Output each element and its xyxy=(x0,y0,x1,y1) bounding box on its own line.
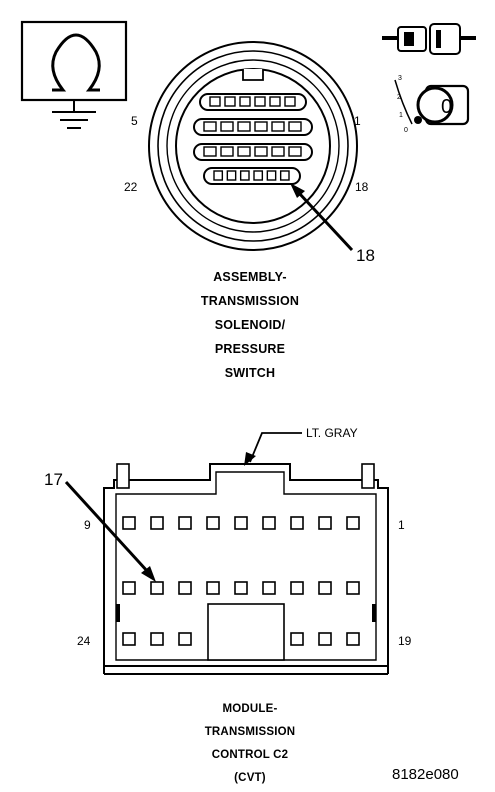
pin-cavity xyxy=(237,146,251,157)
upper-pin-5: 5 xyxy=(131,114,138,128)
key-position-2: 2 xyxy=(397,94,401,101)
pin-cavity xyxy=(262,516,276,530)
pin-cavity xyxy=(271,146,285,157)
ground-symbol-icon xyxy=(20,20,128,129)
pin-cavity xyxy=(206,516,220,530)
pin-cavity xyxy=(237,121,251,132)
pin-cavity xyxy=(318,632,332,646)
caption-line: CONTROL C2 xyxy=(211,749,289,761)
pin-cavity xyxy=(150,516,164,530)
pin-cavity xyxy=(290,632,304,646)
pin-cavity xyxy=(254,146,268,157)
pin-cavity xyxy=(254,96,266,107)
upper-pin-18: 18 xyxy=(355,180,369,194)
pin-cavity xyxy=(346,516,360,530)
pin-cavity xyxy=(266,170,277,181)
pin-cavity xyxy=(213,170,224,181)
pin-cavity xyxy=(288,121,302,132)
upper-pin-1: 1 xyxy=(354,114,361,128)
pin-cavity xyxy=(226,170,237,181)
pin-cavity xyxy=(239,170,250,181)
pin-cavity xyxy=(122,632,136,646)
pin-cavity xyxy=(254,121,268,132)
pin-cavity xyxy=(269,96,281,107)
color-label-leader xyxy=(244,432,302,466)
pin-cavity xyxy=(122,516,136,530)
lower-rectangular-connector xyxy=(103,463,389,675)
pin-cavity xyxy=(220,146,234,157)
lower-pin-1: 1 xyxy=(398,518,405,532)
upper-connector-caption: ASSEMBLY- TRANSMISSION SOLENOID/ PRESSUR… xyxy=(170,265,330,385)
lower-connector-cavities xyxy=(122,516,360,646)
pin-cavity xyxy=(234,581,248,595)
upper-connector-cavity-rows xyxy=(193,93,313,185)
connector-plug-icon xyxy=(382,23,476,55)
key-position-3: 3 xyxy=(398,75,402,82)
key-label: 0 xyxy=(441,96,452,118)
pin-cavity xyxy=(220,121,234,132)
upper-callout-18: 18 xyxy=(356,246,375,265)
caption-line: PRESSURE xyxy=(214,342,286,356)
pin-cavity xyxy=(346,632,360,646)
pin-cavity xyxy=(288,146,302,157)
callout-18-leader xyxy=(290,183,354,252)
pin-cavity xyxy=(290,581,304,595)
pin-cavity xyxy=(253,170,264,181)
pin-cavity xyxy=(318,581,332,595)
caption-line: SOLENOID/ xyxy=(214,318,286,332)
caption-line: (CVT) xyxy=(234,772,266,784)
caption-line: TRANSMISSION xyxy=(204,726,296,738)
figure-id: 8182e080 xyxy=(392,766,459,783)
pin-cavity xyxy=(318,516,332,530)
upper-round-connector xyxy=(148,41,358,251)
pin-cavity xyxy=(346,581,360,595)
pin-cavity xyxy=(122,581,136,595)
color-label: LT. GRAY xyxy=(306,426,358,440)
pin-cavity xyxy=(279,170,290,181)
pin-cavity xyxy=(284,96,296,107)
lower-pin-24: 24 xyxy=(77,634,91,648)
pin-cavity xyxy=(209,96,221,107)
pin-cavity xyxy=(178,581,192,595)
lower-pin-19: 19 xyxy=(398,634,412,648)
pin-cavity xyxy=(178,516,192,530)
pin-cavity xyxy=(203,121,217,132)
callout-17-leader xyxy=(64,480,156,582)
pin-cavity xyxy=(262,581,276,595)
lower-pin-9: 9 xyxy=(84,518,91,532)
caption-line: MODULE- xyxy=(222,703,278,715)
pin-cavity xyxy=(203,146,217,157)
pin-cavity xyxy=(234,516,248,530)
caption-line: ASSEMBLY- xyxy=(213,270,287,284)
caption-line: SWITCH xyxy=(224,366,276,380)
lower-callout-17: 17 xyxy=(44,470,63,489)
pin-cavity xyxy=(271,121,285,132)
lower-connector-caption: MODULE- TRANSMISSION CONTROL C2 (CVT) xyxy=(170,698,330,790)
key-position-0: 0 xyxy=(404,127,408,134)
key-position-1: 1 xyxy=(399,112,403,119)
upper-pin-22: 22 xyxy=(124,180,138,194)
pin-cavity xyxy=(150,632,164,646)
pin-cavity xyxy=(150,581,164,595)
pin-cavity xyxy=(290,516,304,530)
pin-cavity xyxy=(206,581,220,595)
pin-cavity xyxy=(224,96,236,107)
pin-cavity xyxy=(178,632,192,646)
pin-cavity xyxy=(239,96,251,107)
caption-line: TRANSMISSION xyxy=(200,294,300,308)
ignition-key-icon xyxy=(394,79,470,126)
